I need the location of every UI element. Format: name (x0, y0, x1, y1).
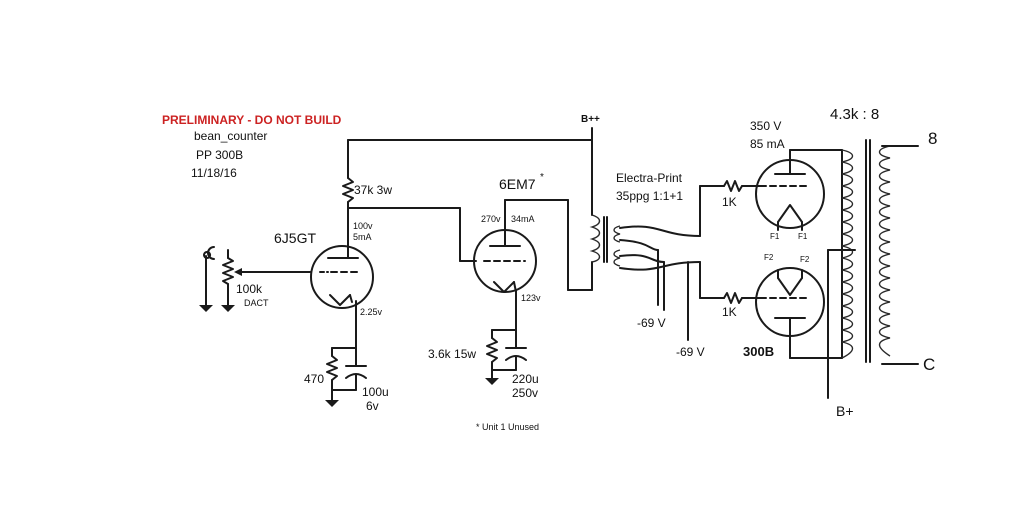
grid-resistor-1-label: 1K (722, 195, 737, 209)
pot-type-label: DACT (244, 298, 269, 308)
project-label: PP 300B (196, 148, 243, 162)
input-jack-icon (199, 246, 215, 312)
date-label: 11/18/16 (191, 166, 237, 180)
tube-6em7 (459, 207, 537, 331)
filament-label-f2b: F2 (800, 255, 810, 264)
warning-title: PRELIMINARY - DO NOT BUILD (162, 113, 342, 127)
transformer-ratio: 35ppg 1:1+1 (616, 189, 683, 203)
cathode-resistor-2 (486, 337, 498, 363)
tube-1-cathode-voltage: 2.25v (360, 307, 383, 317)
output-transformer-ratio: 4.3k : 8 (830, 106, 879, 123)
interstage-transformer (589, 214, 701, 271)
cathode-resistor-2-label: 3.6k 15w (428, 347, 476, 361)
tube-2-label: 6EM7 (499, 176, 536, 192)
filament-label-f2a: F2 (764, 253, 774, 262)
ground-icon (221, 305, 235, 312)
tube-2-asterisk: * (540, 172, 544, 183)
transformer-name: Electra-Print (616, 171, 683, 185)
filament-label-f1b: F1 (798, 232, 808, 241)
output-8-ohm-label: 8 (928, 129, 937, 148)
output-common-label: C (923, 355, 935, 374)
cathode-capacitor-1 (331, 347, 367, 391)
tube-1-label: 6J5GT (274, 230, 316, 246)
plate-resistor-1 (342, 177, 354, 203)
plate-resistor-1-label: 37k 3w (354, 183, 392, 197)
grid-resistor-2-label: 1K (722, 305, 737, 319)
output-tube-label: 300B (743, 344, 774, 359)
output-tube-lower (755, 267, 825, 359)
cathode-resistor-1-label: 470 (304, 372, 324, 386)
volume-pot (221, 249, 311, 312)
tube-6j5gt (310, 245, 374, 331)
output-plate-voltage: 350 V (750, 119, 781, 133)
output-plate-current: 85 mA (750, 137, 785, 151)
unit-note: * Unit 1 Unused (476, 422, 539, 432)
tube-1-plate-current: 5mA (353, 232, 372, 242)
wiper-arrow-icon (234, 268, 242, 276)
tube-2-plate-voltage: 270v (481, 214, 501, 224)
output-tube-upper (755, 149, 825, 231)
tube-2-cathode-voltage: 123v (521, 293, 541, 303)
ground-icon (485, 378, 499, 385)
bias-voltage-2: -69 V (676, 345, 705, 359)
output-transformer (841, 139, 919, 365)
cathode-resistor-1 (326, 355, 338, 381)
cathode-capacitor-2 (491, 329, 527, 371)
ground-icon (325, 400, 339, 407)
cathode-cap-1-voltage: 6v (366, 399, 379, 413)
tube-1-plate-voltage: 100v (353, 221, 373, 231)
cathode-cap-1-value: 100u (362, 385, 389, 399)
pot-value-label: 100k (236, 282, 263, 296)
bplus-label: B+ (836, 403, 854, 419)
bias-voltage-1: -69 V (637, 316, 666, 330)
cathode-cap-2-value: 220u (512, 372, 539, 386)
author-label: bean_counter (194, 129, 267, 143)
ground-icon (199, 305, 213, 312)
filament-label-f1a: F1 (770, 232, 780, 241)
grid-resistor-1 (723, 180, 743, 192)
grid-resistor-2 (723, 292, 743, 304)
cathode-cap-2-voltage: 250v (512, 386, 538, 400)
tube-2-plate-current: 34mA (511, 214, 535, 224)
bpp-label: B++ (581, 114, 600, 125)
